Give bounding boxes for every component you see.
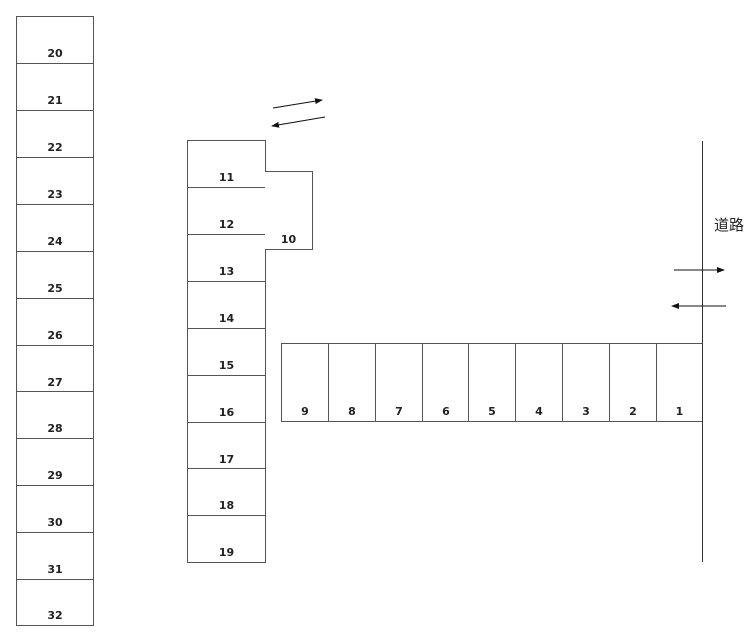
parking-stall-29: 29 bbox=[16, 438, 94, 486]
parking-stall-32: 32 bbox=[16, 579, 94, 626]
parking-stall-7: 7 bbox=[375, 343, 423, 422]
stall-number: 24 bbox=[47, 235, 63, 248]
stall-number: 18 bbox=[218, 499, 235, 512]
stall-number: 32 bbox=[47, 609, 63, 622]
road-edge-line bbox=[702, 141, 703, 562]
stall-number: 26 bbox=[47, 329, 63, 342]
parking-stall-17: 17 bbox=[187, 422, 266, 470]
stall-number: 28 bbox=[47, 422, 63, 435]
exit-arrow-upper-left bbox=[271, 116, 326, 128]
parking-stall-24: 24 bbox=[16, 204, 94, 252]
road-label: 道路 bbox=[714, 216, 745, 234]
stall-number: 29 bbox=[47, 469, 63, 482]
parking-stall-20: 20 bbox=[16, 16, 94, 64]
parking-stall-11: 11 bbox=[187, 140, 266, 188]
stall-number: 12 bbox=[218, 218, 235, 231]
stall-number: 19 bbox=[218, 546, 235, 559]
parking-stall-15: 15 bbox=[187, 328, 266, 376]
parking-stall-9: 9 bbox=[281, 343, 329, 422]
stall-number: 30 bbox=[47, 516, 63, 529]
stall-number: 9 bbox=[301, 405, 309, 418]
stall-number: 22 bbox=[47, 141, 63, 154]
stall-number: 11 bbox=[218, 171, 235, 184]
parking-stall-1: 1 bbox=[656, 343, 703, 422]
stall-number: 8 bbox=[348, 405, 356, 418]
parking-stall-10: 10 bbox=[265, 171, 313, 250]
parking-stall-26: 26 bbox=[16, 298, 94, 346]
stall-number: 4 bbox=[535, 405, 543, 418]
parking-stall-13: 13 bbox=[187, 234, 266, 282]
parking-stall-31: 31 bbox=[16, 532, 94, 580]
stall-number: 1 bbox=[675, 405, 684, 418]
stall-number: 3 bbox=[582, 405, 590, 418]
stall-number: 17 bbox=[218, 453, 235, 466]
stall-number: 15 bbox=[218, 359, 235, 372]
stall-number: 5 bbox=[488, 405, 496, 418]
parking-stall-22: 22 bbox=[16, 110, 94, 158]
stall-number: 10 bbox=[280, 233, 297, 246]
parking-stall-6: 6 bbox=[422, 343, 470, 422]
stall-number: 13 bbox=[218, 265, 235, 278]
stall-number: 16 bbox=[218, 406, 235, 419]
parking-stall-18: 18 bbox=[187, 468, 266, 516]
parking-stall-30: 30 bbox=[16, 485, 94, 533]
stall-number: 31 bbox=[47, 563, 63, 576]
stall-number: 25 bbox=[47, 282, 63, 295]
stall-number: 6 bbox=[442, 405, 450, 418]
parking-stall-19: 19 bbox=[187, 515, 266, 563]
stall-number: 21 bbox=[47, 94, 63, 107]
stall-number: 14 bbox=[218, 312, 235, 325]
stall-number: 2 bbox=[629, 405, 637, 418]
parking-stall-25: 25 bbox=[16, 251, 94, 299]
entry-arrow-upper-right bbox=[272, 98, 323, 109]
stall-number: 20 bbox=[47, 47, 63, 60]
parking-stall-28: 28 bbox=[16, 391, 94, 439]
stall-number: 23 bbox=[47, 188, 63, 201]
parking-stall-14: 14 bbox=[187, 281, 266, 329]
stall-number: 7 bbox=[395, 405, 403, 418]
stall-number: 27 bbox=[47, 376, 63, 389]
